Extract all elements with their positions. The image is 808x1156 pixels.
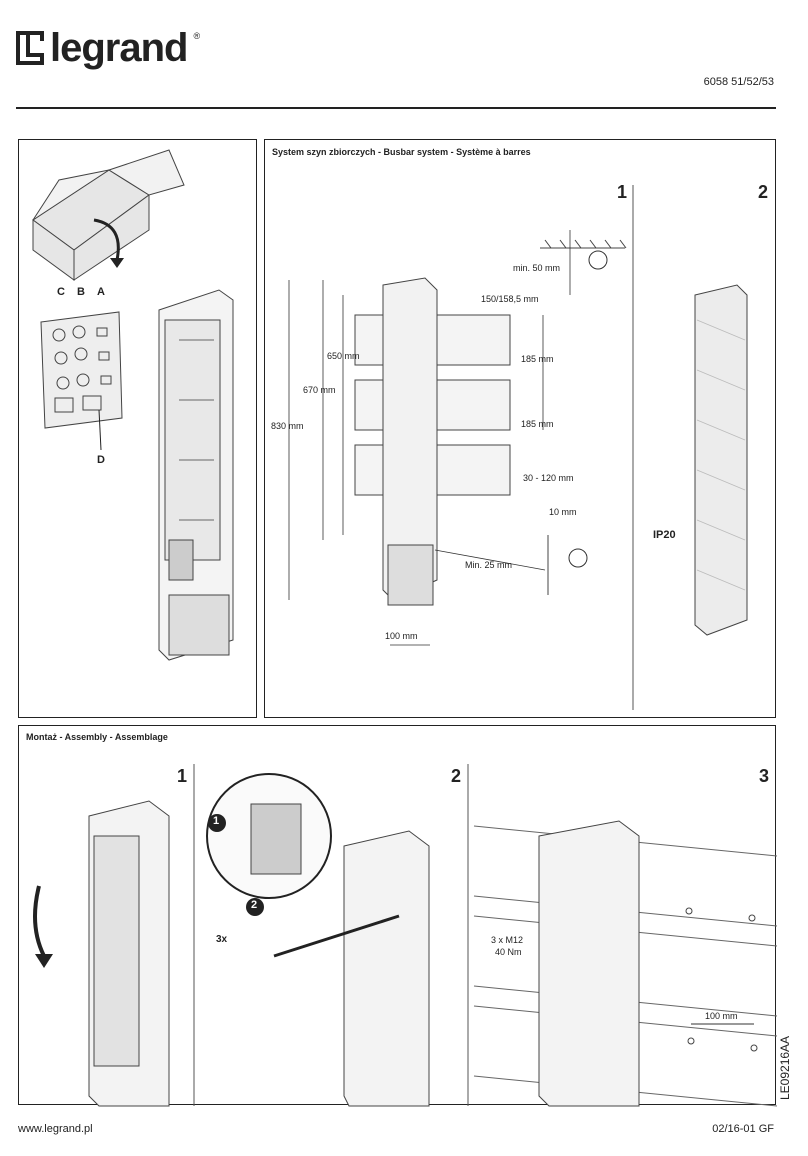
label-d: D [97,454,105,466]
legrand-logo-icon [16,31,44,65]
bolt-spec: 3 x M12 [491,935,524,945]
busbar-step-2: 2 [758,182,769,202]
step-badge-2: 2 [251,899,258,911]
label-c: C [57,286,65,298]
times-3-label: 3x [216,934,228,945]
panel-busbar-system: System szyn zbiorczych - Busbar system -… [264,139,776,718]
busbar-step-1: 1 [617,182,628,202]
dim-185-b: 185 mm [521,419,554,429]
dim-650: 650 mm [327,351,360,361]
dim-185-a: 185 mm [521,354,554,364]
document-code-vertical: LE09216AA [778,1035,792,1100]
assembly-step-1: 1 [177,766,188,786]
dim-thickness: 10 mm [549,507,577,517]
hole-spacing: 100 mm [705,1011,738,1021]
torque-spec: 40 Nm [495,947,522,957]
assembly-illustration [33,764,778,1107]
dim-pitch: 150/158,5 mm [481,294,539,304]
assembly-step-3: 3 [759,766,770,786]
label-a: A [97,286,105,298]
legrand-logo: legrand ® [16,28,200,68]
dim-width-100: 100 mm [385,631,418,641]
header-divider [16,107,776,109]
document-number: 6058 51/52/53 [703,76,774,88]
step-badge-1: 1 [213,815,220,827]
busbar-title: System szyn zbiorczych - Busbar system -… [272,147,531,157]
registered-mark: ® [193,31,201,41]
assembly-step-2: 2 [451,766,462,786]
dim-830: 830 mm [271,421,304,431]
website-link[interactable]: www.legrand.pl [18,1123,93,1135]
ip20-label: IP20 [653,529,676,541]
dim-670: 670 mm [303,385,336,395]
logo-text: legrand [50,26,188,70]
assembly-title: Montaż - Assembly - Assemblage [26,732,168,742]
panel-unpacking: C B A D [18,139,257,718]
label-b: B [77,286,85,298]
unpacking-illustration [32,149,234,661]
dim-min-25: Min. 25 mm [465,560,513,570]
revision-code: 02/16-01 GF [712,1123,774,1135]
panel-assembly: Montaż - Assembly - Assemblage 1 2 3 [18,725,778,1107]
dim-min-50: min. 50 mm [513,263,561,273]
dim-bar-width: 30 - 120 mm [523,473,574,483]
busbar-illustration [288,185,748,710]
